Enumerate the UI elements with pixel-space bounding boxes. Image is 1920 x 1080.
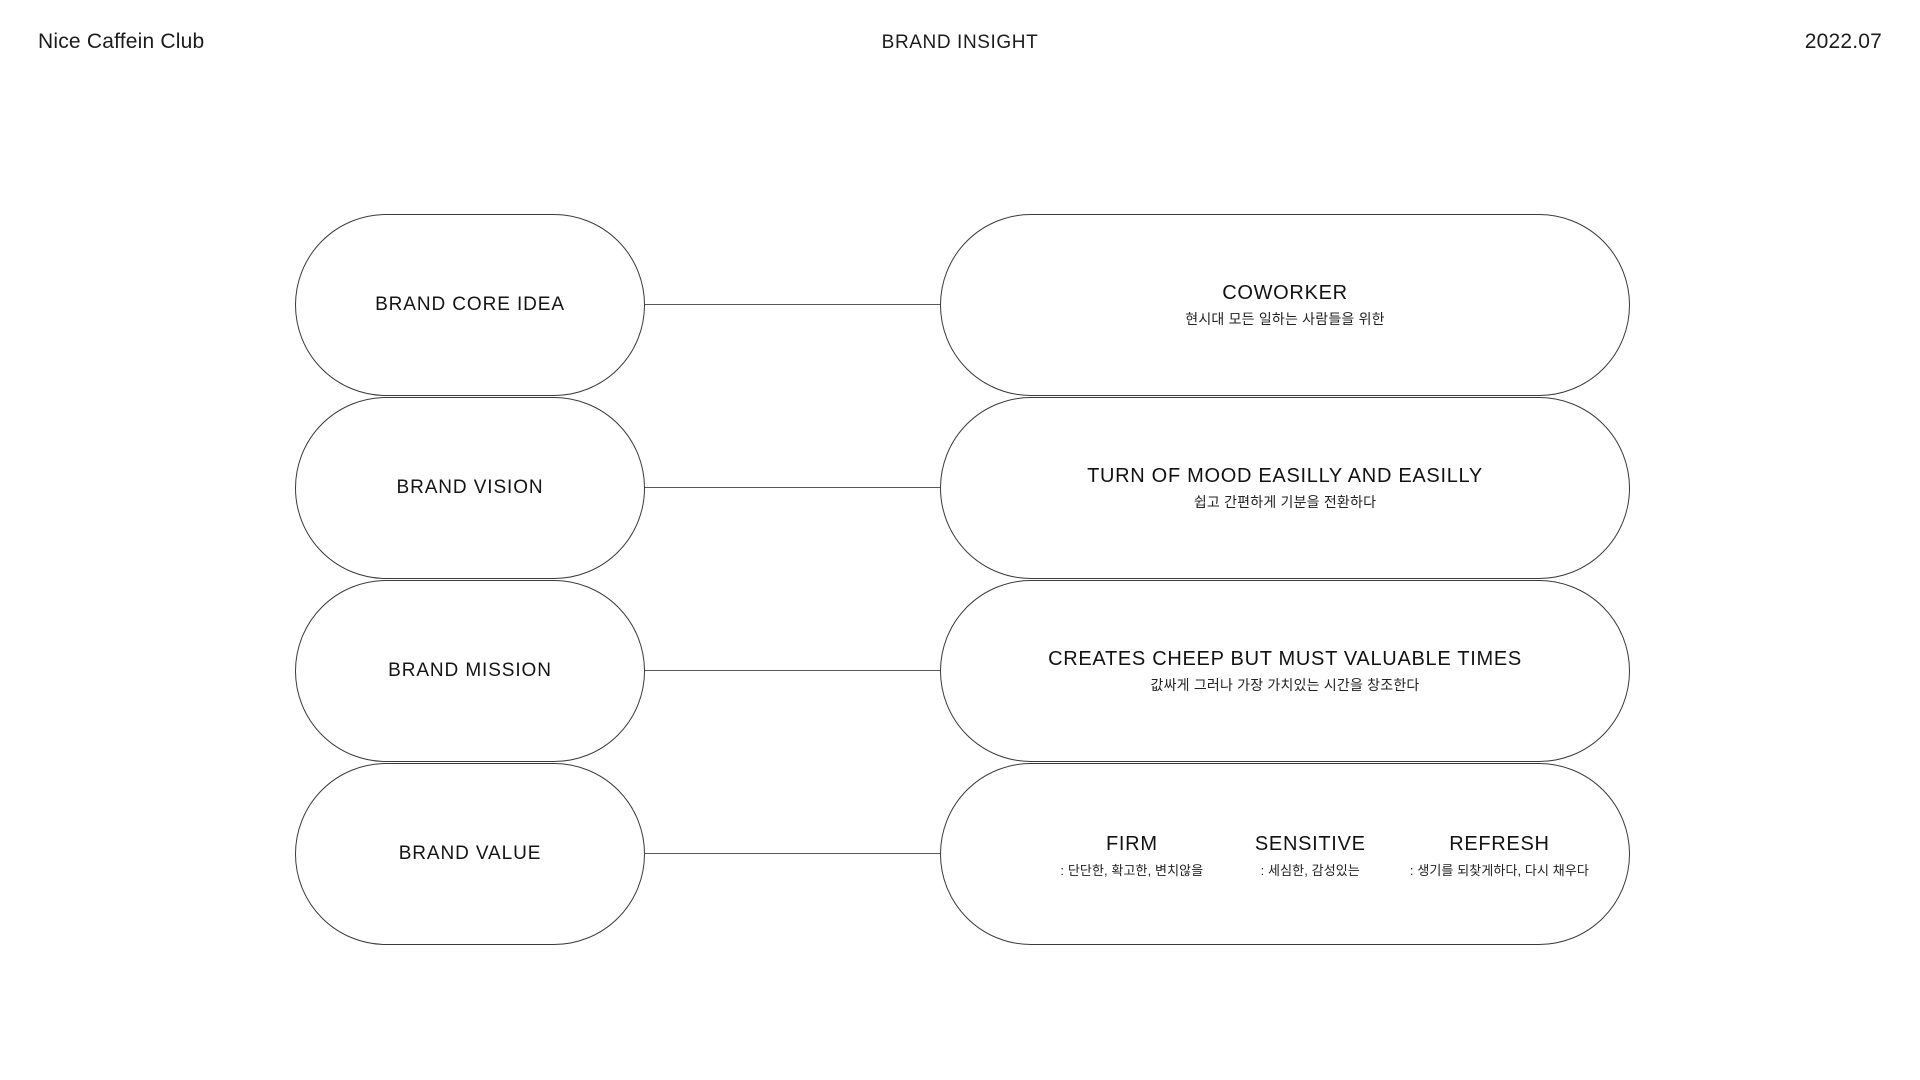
detail-title: CREATES CHEEP BUT MUST VALUABLE TIMES <box>1048 648 1522 671</box>
diagram-row-brand-vision: BRAND VISION TURN OF MOOD EASILLY AND EA… <box>0 397 1920 579</box>
diagram-row-brand-core-idea: BRAND CORE IDEA COWORKER 현시대 모든 일하는 사람들을… <box>0 214 1920 396</box>
value-item-refresh: REFRESH : 생기를 되찾게하다, 다시 채우다 <box>1398 831 1601 880</box>
pill-label: BRAND VALUE <box>398 843 542 864</box>
brand-name: Nice Caffein Club <box>38 30 205 53</box>
pill-brand-vision-detail[interactable]: TURN OF MOOD EASILLY AND EASILLY 쉽고 간편하게… <box>940 397 1630 579</box>
value-name: FIRM <box>1106 832 1158 855</box>
pill-brand-mission[interactable]: BRAND MISSION <box>295 580 645 762</box>
pill-brand-vision[interactable]: BRAND VISION <box>295 397 645 579</box>
diagram-row-brand-mission: BRAND MISSION CREATES CHEEP BUT MUST VAL… <box>0 580 1920 762</box>
pill-detail-content: COWORKER 현시대 모든 일하는 사람들을 위한 <box>1185 281 1384 329</box>
detail-subtitle: 현시대 모든 일하는 사람들을 위한 <box>1185 311 1385 328</box>
page-date: 2022.07 <box>1804 30 1882 53</box>
pill-brand-core-idea-detail[interactable]: COWORKER 현시대 모든 일하는 사람들을 위한 <box>940 214 1630 396</box>
value-item-firm: FIRM : 단단한, 확고한, 변치않을 <box>1041 831 1223 880</box>
pill-detail-content: TURN OF MOOD EASILLY AND EASILLY 쉽고 간편하게… <box>1087 464 1483 512</box>
pill-brand-core-idea[interactable]: BRAND CORE IDEA <box>295 214 645 396</box>
pill-brand-value-detail[interactable]: FIRM : 단단한, 확고한, 변치않을 SENSITIVE : 세심한, 감… <box>940 763 1630 945</box>
connector-line-brand-vision <box>645 487 941 488</box>
pill-label: BRAND MISSION <box>388 660 552 681</box>
diagram-row-brand-value: BRAND VALUE FIRM : 단단한, 확고한, 변치않을 SENSIT… <box>0 763 1920 945</box>
connector-line-brand-core-idea <box>645 304 941 305</box>
value-description: : 세심한, 감성있는 <box>1260 862 1360 878</box>
page-title: BRAND INSIGHT <box>881 32 1039 53</box>
detail-title: COWORKER <box>1222 282 1348 305</box>
pill-label: BRAND VISION <box>396 477 544 498</box>
value-name: REFRESH <box>1449 832 1550 855</box>
value-name: SENSITIVE <box>1254 832 1366 855</box>
value-item-sensitive: SENSITIVE : 세심한, 감성있는 <box>1223 831 1398 880</box>
detail-subtitle: 값싸게 그러나 가장 가치있는 시간을 창조한다 <box>1150 677 1420 694</box>
connector-line-brand-value <box>645 853 941 854</box>
page-header: Nice Caffein Club BRAND INSIGHT 2022.07 <box>0 0 1920 90</box>
brand-value-columns: FIRM : 단단한, 확고한, 변치않을 SENSITIVE : 세심한, 감… <box>1041 764 1601 946</box>
detail-title: TURN OF MOOD EASILLY AND EASILLY <box>1087 465 1483 488</box>
pill-detail-content: CREATES CHEEP BUT MUST VALUABLE TIMES 값싸… <box>1048 647 1522 695</box>
value-description: : 생기를 되찾게하다, 다시 채우다 <box>1409 862 1589 878</box>
pill-brand-mission-detail[interactable]: CREATES CHEEP BUT MUST VALUABLE TIMES 값싸… <box>940 580 1630 762</box>
connector-line-brand-mission <box>645 670 941 671</box>
pill-label: BRAND CORE IDEA <box>375 294 565 315</box>
value-description: : 단단한, 확고한, 변치않을 <box>1060 862 1204 878</box>
detail-subtitle: 쉽고 간편하게 기분을 전환하다 <box>1193 494 1377 511</box>
pill-brand-value[interactable]: BRAND VALUE <box>295 763 645 945</box>
